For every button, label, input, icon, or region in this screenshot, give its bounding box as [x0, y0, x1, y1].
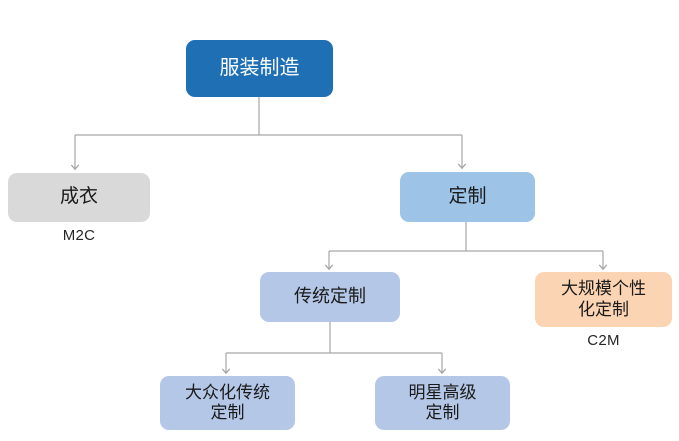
node-root[interactable]: 服装制造 [186, 40, 333, 97]
caption-mass-personalized-custom: C2M [587, 332, 620, 349]
edge-traditional-children [221, 322, 447, 375]
caption-ready-to-wear: M2C [62, 227, 96, 244]
edge-root-children [70, 97, 467, 171]
edge-custom-children [324, 222, 608, 271]
node-traditional-custom[interactable]: 传统定制 [260, 272, 400, 322]
node-celebrity-haute-custom[interactable]: 明星高级 定制 [375, 376, 510, 430]
node-mass-traditional-custom[interactable]: 大众化传统 定制 [160, 376, 295, 430]
node-ready-to-wear[interactable]: 成衣 [8, 173, 150, 222]
node-mass-personalized-custom[interactable]: 大规模个性 化定制 [535, 272, 672, 327]
node-custom[interactable]: 定制 [400, 172, 535, 222]
